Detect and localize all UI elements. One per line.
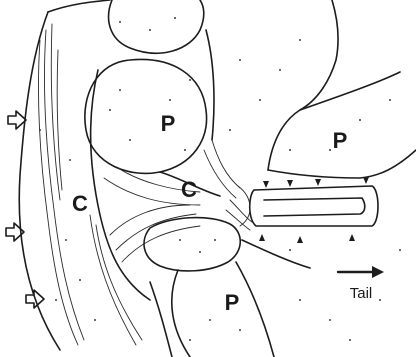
arrowhead-icon	[287, 180, 293, 187]
label-p-right: P	[333, 128, 348, 153]
label-c-left: C	[72, 191, 88, 216]
label-p-upper: P	[161, 111, 176, 136]
open-arrows	[6, 111, 44, 308]
arrowhead-icon	[297, 236, 303, 243]
upper-lobe	[85, 0, 207, 173]
label-c-center: C	[181, 177, 197, 202]
label-p-lower: P	[225, 290, 240, 315]
right-arrow-icon	[338, 266, 384, 278]
arrowhead-icon	[363, 177, 369, 184]
arrowhead-icon	[263, 181, 269, 188]
open-arrow-icon	[8, 111, 26, 129]
arrowhead-icon	[349, 234, 355, 241]
tubular-vessel	[238, 186, 378, 226]
arrowhead-icon	[259, 234, 265, 241]
central-tissue	[104, 140, 252, 262]
direction-label: Tail	[350, 285, 373, 302]
outer-contour	[19, 0, 110, 350]
left-tissue-band	[38, 24, 150, 345]
arrowhead-icon	[315, 179, 321, 186]
right-lobe	[206, 0, 416, 178]
lower-central-lobe	[144, 218, 240, 271]
